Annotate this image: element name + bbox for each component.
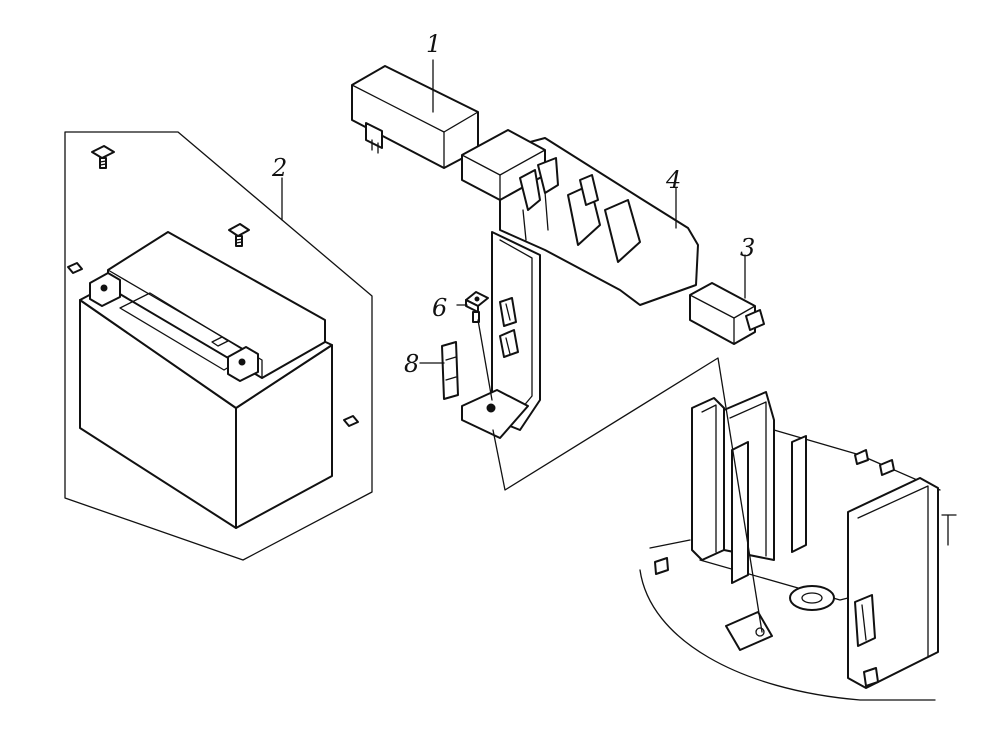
battery-terminal-nut-left[interactable] [67,262,83,274]
leader-lines [281,59,763,633]
callout-part-4: 4 [665,166,681,194]
fuse[interactable] [441,341,459,400]
bracket-bolt[interactable] [465,291,489,323]
starter-relay[interactable] [689,282,765,345]
callout-part-6: 6 [432,294,447,322]
relay-bracket-panel[interactable] [461,129,699,439]
battery-tray [639,391,957,701]
battery-group-outline [64,131,373,561]
callout-part-3: 3 [740,234,755,262]
callout-part-1: 1 [426,30,441,58]
battery-terminal-bolt-mid[interactable] [228,223,250,247]
battery-terminal-bolt-top[interactable] [91,145,115,169]
callout-labels: 1 2 3 4 6 8 [271,30,755,378]
battery-terminal-nut-right[interactable] [343,415,359,427]
relay-cover[interactable] [351,65,479,169]
callout-part-2: 2 [271,154,287,182]
battery[interactable] [79,231,333,529]
callout-part-8: 8 [404,350,419,378]
